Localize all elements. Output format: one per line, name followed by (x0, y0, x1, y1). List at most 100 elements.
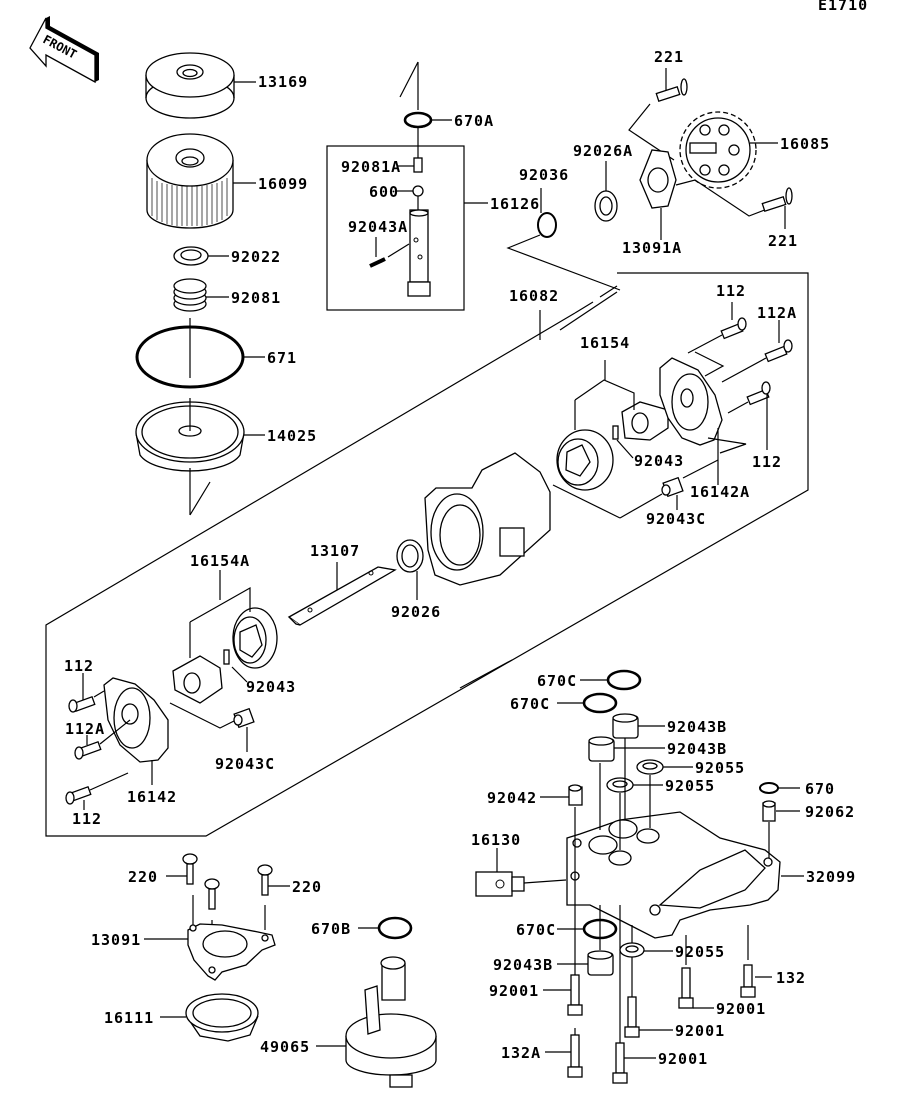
label-220-right: 220 (292, 878, 322, 896)
part-92081A[interactable]: 92081A (341, 157, 423, 176)
label-92055-3: 92055 (675, 943, 725, 961)
label-221-top: 221 (654, 48, 684, 66)
label-670C-2: 670C (510, 695, 550, 713)
part-220-left[interactable]: 220 (128, 853, 198, 925)
part-670B[interactable]: 670B (311, 916, 413, 940)
part-92026[interactable]: 92026 (391, 539, 441, 621)
part-16142A[interactable]: 16142A (659, 357, 750, 501)
part-92001-3[interactable]: 92001 (624, 996, 725, 1040)
part-112-mid-right[interactable]: 112 (727, 381, 782, 471)
part-92042[interactable]: 92042 (487, 784, 583, 807)
part-32099[interactable]: 32099 (566, 811, 856, 939)
part-92026A[interactable]: 92026A (573, 142, 633, 222)
label-16085: 16085 (780, 135, 830, 153)
label-92081: 92081 (231, 289, 281, 307)
part-671[interactable]: 671 (135, 318, 297, 389)
part-16142[interactable]: 16142 (103, 677, 177, 806)
label-92043B-3: 92043B (493, 956, 553, 974)
part-221-bottom[interactable]: 221 (761, 187, 798, 250)
part-92043A[interactable]: 92043A (348, 218, 410, 268)
label-670C-3: 670C (516, 921, 556, 939)
part-112-top-right[interactable]: 112 (687, 282, 747, 354)
label-112-left-bottom: 112 (72, 810, 102, 828)
part-92055-1[interactable]: 92055 (636, 759, 745, 777)
label-112A-right: 112A (757, 304, 797, 322)
label-92081A: 92081A (341, 158, 401, 176)
label-16130: 16130 (471, 831, 521, 849)
part-14025[interactable]: 14025 (135, 398, 317, 516)
part-112-left-top[interactable]: 112 (64, 657, 105, 713)
part-132[interactable]: 132 (740, 964, 806, 998)
label-92001-2: 92001 (716, 1000, 766, 1018)
part-221-top[interactable]: 221 (654, 48, 688, 103)
part-16082[interactable]: 16082 (509, 287, 559, 340)
part-92043-left[interactable]: 92043 (223, 649, 296, 696)
part-92001-1[interactable]: 92001 (489, 974, 583, 1016)
part-112A-right[interactable]: 112A (721, 304, 797, 383)
label-92001-4: 92001 (658, 1050, 708, 1068)
part-13091A[interactable]: 13091A (622, 149, 682, 257)
part-670C-1[interactable]: 670C (537, 669, 642, 691)
part-92043C-left[interactable]: 92043C (215, 707, 275, 773)
label-16099: 16099 (258, 175, 308, 193)
part-92043B-3[interactable]: 92043B (493, 950, 614, 976)
part-16111[interactable]: 16111 (104, 993, 259, 1042)
part-670[interactable]: 670 (759, 780, 835, 798)
part-92055-3[interactable]: 92055 (619, 942, 725, 961)
part-13169[interactable]: 13169 (145, 52, 308, 119)
label-13169: 13169 (258, 73, 308, 91)
part-670C-2[interactable]: 670C (510, 692, 618, 714)
part-16130[interactable]: 16130 (471, 831, 567, 897)
part-92062[interactable]: 92062 (762, 800, 855, 822)
part-670C-3[interactable]: 670C (516, 918, 618, 940)
label-112-left-top: 112 (64, 657, 94, 675)
part-16099[interactable]: 16099 (146, 133, 308, 229)
part-92043-right[interactable]: 92043 (616, 439, 684, 470)
part-92055-2[interactable]: 92055 (606, 777, 715, 795)
label-16142: 16142 (127, 788, 177, 806)
label-92043B-2: 92043B (667, 740, 727, 758)
part-49065[interactable]: 49065 (260, 956, 437, 1088)
label-92022: 92022 (231, 248, 281, 266)
label-670C-1: 670C (537, 672, 577, 690)
label-112-mid-right: 112 (752, 453, 782, 471)
diagram-code: E1710 (818, 0, 868, 14)
part-92081[interactable]: 92081 (173, 278, 281, 312)
label-670B: 670B (311, 920, 351, 938)
part-16154[interactable]: 16154 (556, 334, 669, 491)
front-arrow-icon: FRONT (29, 16, 99, 84)
part-112-left-bottom[interactable]: 112 (65, 772, 129, 828)
label-670A: 670A (454, 112, 494, 130)
label-92043A: 92043A (348, 218, 408, 236)
part-16126[interactable]: 16126 (407, 195, 540, 297)
part-600[interactable]: 600 (369, 183, 424, 201)
label-32099: 32099 (806, 868, 856, 886)
label-16111: 16111 (104, 1009, 154, 1027)
part-13091[interactable]: 13091 (91, 923, 276, 981)
part-92001-2[interactable]: 92001 (678, 967, 766, 1018)
part-670A[interactable]: 670A (399, 61, 494, 130)
part-92022[interactable]: 92022 (173, 246, 281, 266)
part-132A[interactable]: 132A (501, 1028, 583, 1078)
part-92036[interactable]: 92036 (519, 166, 569, 238)
part-92001-4[interactable]: 92001 (612, 1042, 708, 1084)
part-112A-left[interactable]: 112A (65, 719, 131, 760)
label-92043-right: 92043 (634, 452, 684, 470)
part-220-right[interactable]: 220 (257, 864, 322, 930)
label-92043-left: 92043 (246, 678, 296, 696)
part-92043B-2[interactable]: 92043B (588, 736, 727, 762)
label-220-left: 220 (128, 868, 158, 886)
pump-assembly-outline (559, 291, 618, 331)
label-92055-1: 92055 (695, 759, 745, 777)
part-92043B-1[interactable]: 92043B (612, 713, 727, 739)
part-16154A[interactable]: 16154A (172, 552, 278, 704)
label-92036: 92036 (519, 166, 569, 184)
label-16126: 16126 (490, 195, 540, 213)
label-92001-1: 92001 (489, 982, 539, 1000)
part-13107[interactable]: 13107 (287, 542, 397, 626)
part-92043C-right[interactable]: 92043C (552, 459, 719, 528)
label-13107: 13107 (310, 542, 360, 560)
part-16085[interactable]: 16085 (679, 111, 830, 189)
part-pump-body[interactable] (424, 452, 551, 586)
